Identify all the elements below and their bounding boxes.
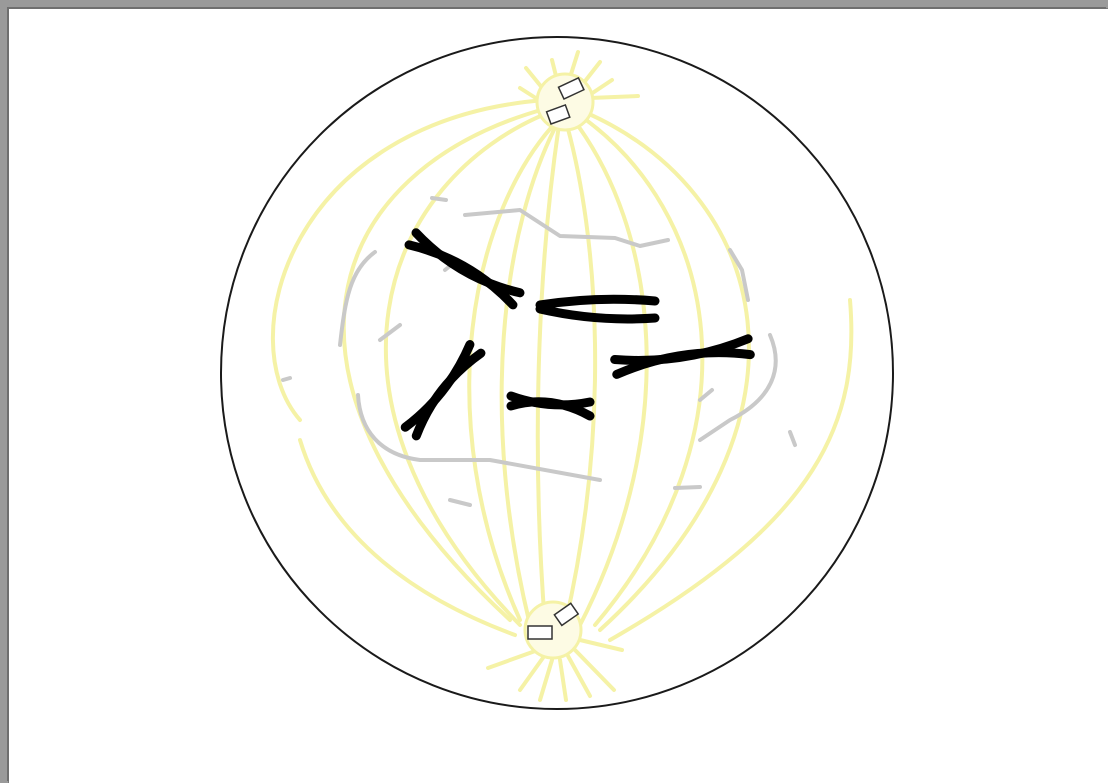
aster-ray: [560, 660, 566, 700]
chromosome: [614, 339, 750, 375]
aster-ray: [540, 660, 552, 700]
spindle-fiber: [538, 118, 560, 625]
spindle-fiber: [565, 118, 595, 625]
spindle-fiber: [273, 100, 545, 420]
centriole: [528, 626, 552, 639]
aster-ray: [590, 96, 638, 98]
spindle-fiber: [580, 110, 749, 630]
aster-ray: [488, 650, 538, 668]
nuclear-envelope-fragment: [432, 198, 446, 200]
chromosome: [409, 233, 520, 305]
centrosome-bottom: [525, 602, 581, 658]
chromosome: [540, 299, 655, 319]
nuclear-envelope-fragment: [283, 378, 290, 380]
nuclear-envelope-fragment: [380, 325, 400, 340]
centrosome-top: [537, 74, 593, 130]
nuclear-envelope-fragment: [675, 487, 700, 488]
chromosome: [511, 396, 590, 416]
aster-ray: [580, 640, 622, 650]
nuclear-envelope-fragment: [790, 432, 795, 445]
aster-ray: [575, 650, 614, 690]
aster-ray: [520, 655, 545, 690]
spindle-fiber: [300, 440, 515, 635]
nuclear-envelope-fragment: [450, 500, 470, 505]
